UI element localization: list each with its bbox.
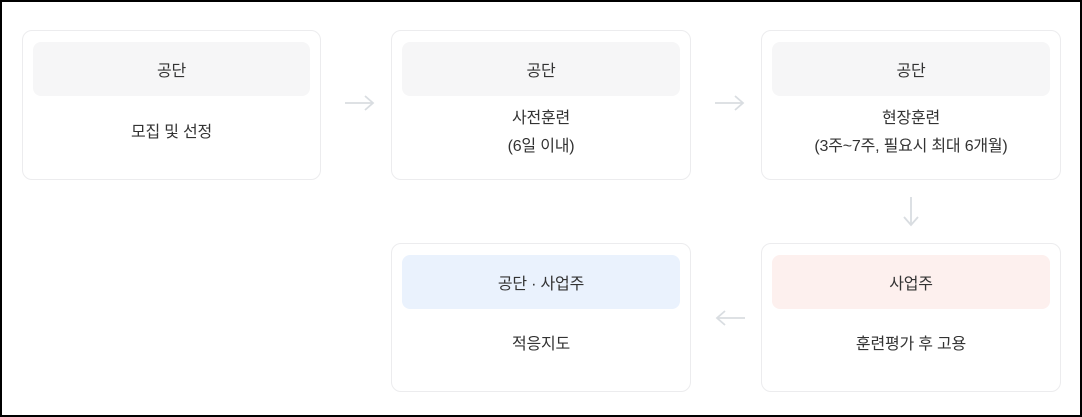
step-box-field-training: 공단 현장훈련 (3주~7주, 필요시 최대 6개월) (761, 30, 1061, 180)
arrow-right-icon (343, 92, 377, 114)
step-box-recruitment: 공단 모집 및 선정 (22, 30, 321, 180)
step-description: 현장훈련 (3주~7주, 필요시 최대 6개월) (772, 96, 1050, 179)
step-description: 훈련평가 후 고용 (772, 309, 1050, 391)
step-description-line: (6일 이내) (507, 137, 575, 155)
step-description-line: 현장훈련 (881, 109, 941, 127)
arrow-right-icon (713, 92, 747, 114)
step-owner-badge: 공단 · 사업주 (402, 255, 680, 309)
step-owner-badge: 공단 (402, 42, 680, 96)
arrow-down-icon (900, 195, 922, 229)
step-owner-badge: 사업주 (772, 255, 1050, 309)
step-description-line: 사전훈련 (511, 109, 571, 127)
step-owner-label: 사업주 (889, 276, 933, 293)
step-owner-badge: 공단 (33, 42, 310, 96)
step-owner-badge: 공단 (772, 42, 1050, 96)
step-description: 사전훈련 (6일 이내) (402, 96, 680, 179)
step-box-adaptation-guidance: 공단 · 사업주 적응지도 (391, 243, 691, 392)
arrow-left-icon (713, 307, 747, 329)
step-description-line: 적응지도 (511, 336, 571, 353)
step-box-pre-training: 공단 사전훈련 (6일 이내) (391, 30, 691, 180)
step-description-line: (3주~7주, 필요시 최대 6개월) (814, 137, 1008, 155)
step-owner-label: 공단 (156, 63, 187, 80)
step-box-employment: 사업주 훈련평가 후 고용 (761, 243, 1061, 392)
step-description: 모집 및 선정 (33, 96, 310, 179)
step-description-line: 훈련평가 후 고용 (855, 336, 967, 353)
step-owner-label: 공단 (896, 63, 926, 80)
step-description: 적응지도 (402, 309, 680, 391)
step-owner-label: 공단 (526, 63, 556, 80)
step-owner-label: 공단 · 사업주 (497, 276, 585, 293)
step-description-line: 모집 및 선정 (130, 123, 213, 141)
